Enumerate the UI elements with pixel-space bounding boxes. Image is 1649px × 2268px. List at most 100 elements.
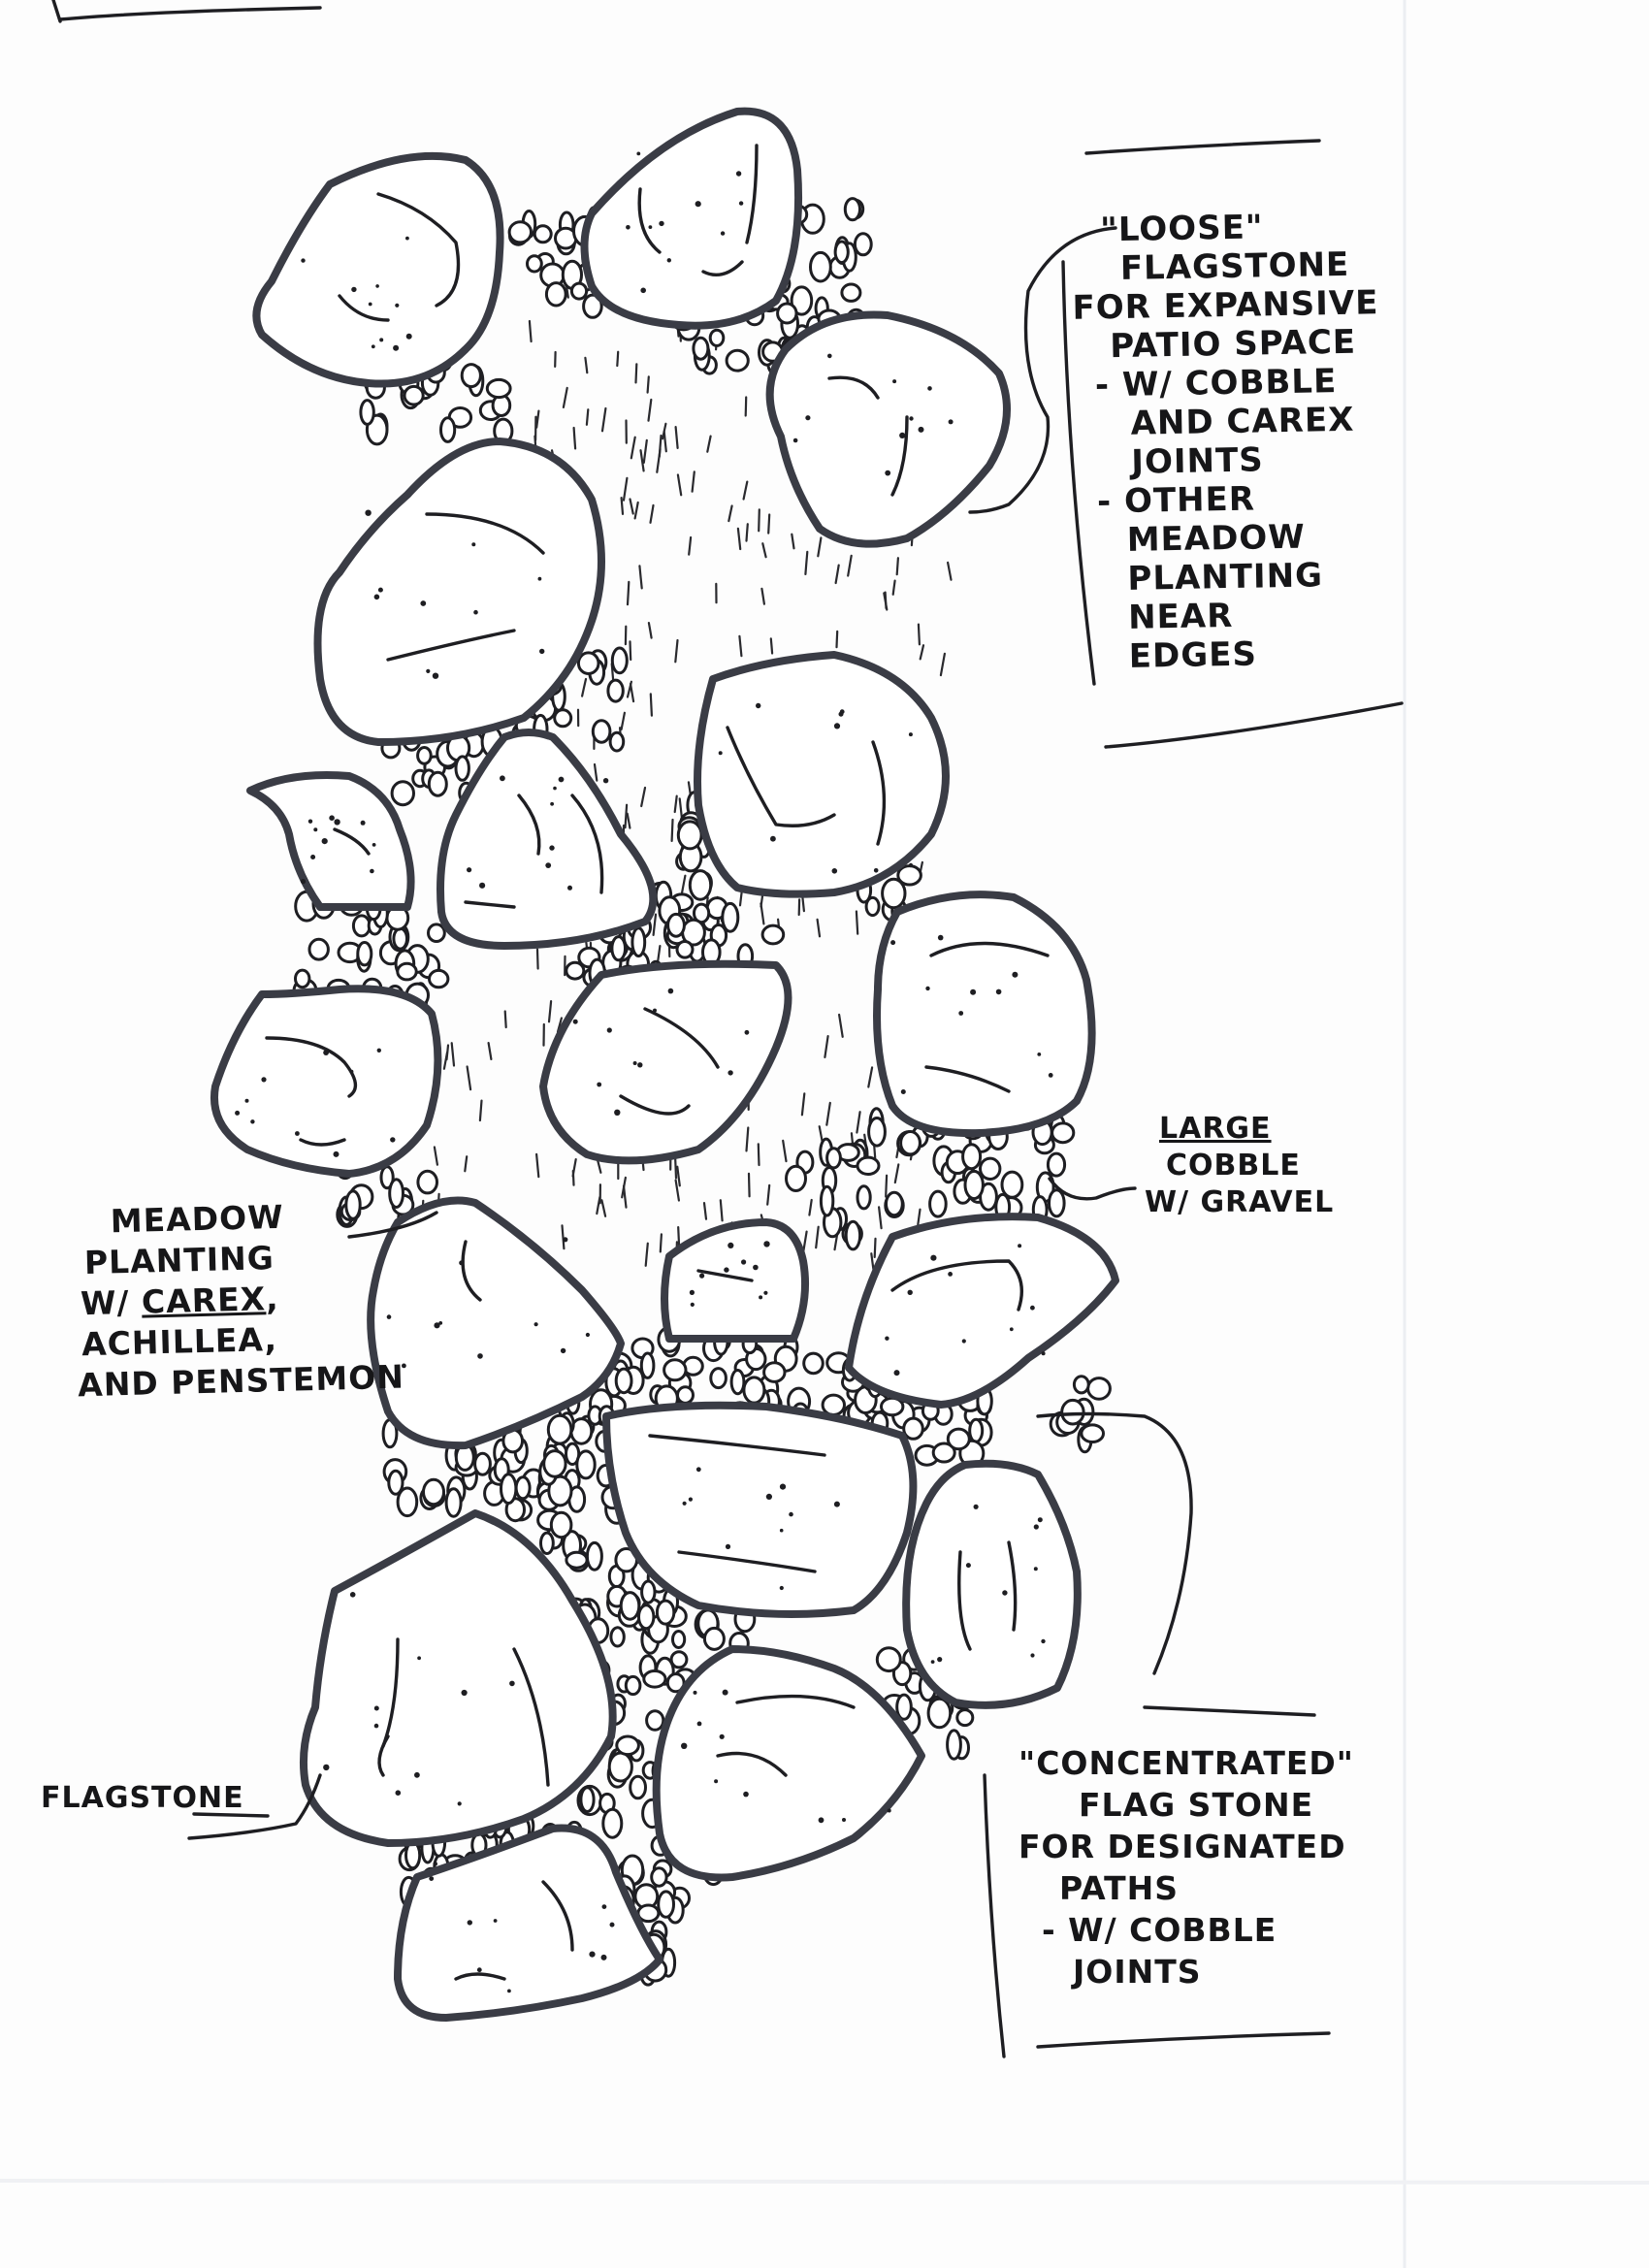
stone-speck [606,1027,612,1033]
stone-speck [973,1504,979,1509]
cobble-pebble [565,1550,589,1570]
cobble-pebble [856,1155,881,1177]
stone-speck [601,1904,607,1909]
grass-stroke [742,480,749,501]
stone-speck [534,1322,538,1327]
stone-speck [405,333,412,340]
cobble-pebble [601,1807,624,1839]
grass-stroke [885,1174,889,1198]
stone-speck [368,302,372,307]
stone-speck [553,786,557,791]
scan-bottom-line [0,2179,1649,2185]
label-line: COBBLE [1166,1149,1301,1183]
grass-stroke [895,557,899,576]
cobble-pebble [507,220,533,244]
cobble-pebble [356,941,373,967]
stone-speck [313,827,318,832]
flagstone [313,437,605,746]
grass-stroke [634,363,638,384]
stone-speck [420,600,427,606]
carex-word: CAREX [141,1280,267,1321]
cobble-pebble [979,1156,1002,1182]
cobble-pebble [606,678,625,703]
stone-speck [958,1011,964,1016]
grass-stroke [478,1099,483,1122]
label-line: LARGE [1159,1112,1272,1146]
label-line: "CONCENTRATED" [1018,1744,1354,1782]
grass-stroke [464,1155,469,1173]
stone-speck [738,201,744,206]
cobble-pebble [946,1427,971,1451]
stone-speck [948,1272,953,1277]
top-edge-mark [58,6,322,21]
stone-speck [763,1290,768,1295]
flagstone [652,1645,925,1882]
stone-speck [373,594,380,600]
stone-markings [265,144,1050,1981]
cobble-pebble [454,755,470,782]
stone-speck [892,379,897,384]
cobble-pebble [639,1351,656,1379]
stone-speck [438,1321,443,1325]
grass-stroke [728,504,733,523]
grass-stroke [674,426,679,449]
stone-speck [377,587,383,593]
cobble-pebble [666,912,686,938]
stone-speck [695,201,701,208]
stone-speck [1009,1327,1014,1332]
cobble-pebble [539,1531,555,1556]
flagstone [661,1218,810,1343]
stone-speck [365,509,372,516]
grass-stroke [659,1233,663,1253]
cobble-pebble [396,961,418,982]
stone-speck [842,1818,846,1822]
stone-speck [900,1089,906,1094]
stone-speck [349,1592,356,1598]
cobble-pebble [708,328,726,347]
top-corner-mark [51,0,62,23]
stone-speck [908,732,913,737]
grass-stroke [824,1035,829,1058]
flagstone [436,729,658,950]
grass-stroke [767,513,771,535]
grass-stroke [442,1052,449,1070]
grass-stroke [638,565,643,590]
stone-speck [659,220,664,227]
flagstone [845,1213,1119,1409]
grass-stroke [621,1176,627,1199]
stone-speck [467,1920,472,1926]
stone-speck [756,702,761,709]
stone-speck [725,1543,731,1549]
cobble-pebble [610,646,629,675]
stone-speck [476,1967,482,1973]
stone-speck [261,1077,267,1083]
stone-speck [457,1801,462,1806]
flagstone [246,771,415,911]
cobble-pebble [802,1351,824,1376]
cobble-pebble [676,1385,695,1405]
stone-speck [539,648,545,655]
grass-stroke [644,1242,649,1267]
stone-speck [585,1332,591,1338]
stone-speck [602,778,609,784]
stone-speck [918,426,924,433]
stone-speck [507,1989,511,1993]
grass-stroke [919,644,925,661]
stone-speck [402,1363,406,1369]
grass-stroke [838,1013,844,1038]
stone-speck [373,1705,379,1711]
label-line: PATIO SPACE [1109,322,1357,367]
stone-speck [827,353,832,359]
label-line: AND PENSTEMON [77,1357,405,1405]
flagstone [539,959,792,1165]
cobble-pebble [899,1130,922,1156]
stone-speck [696,1721,702,1727]
cobble-pebble [867,1117,887,1148]
stone-speck [907,1289,913,1296]
stone-speck [899,432,906,438]
grass-stroke [738,634,743,658]
grass-stroke [760,587,765,605]
grass-stroke [893,1163,900,1184]
stone-speck [550,801,554,806]
